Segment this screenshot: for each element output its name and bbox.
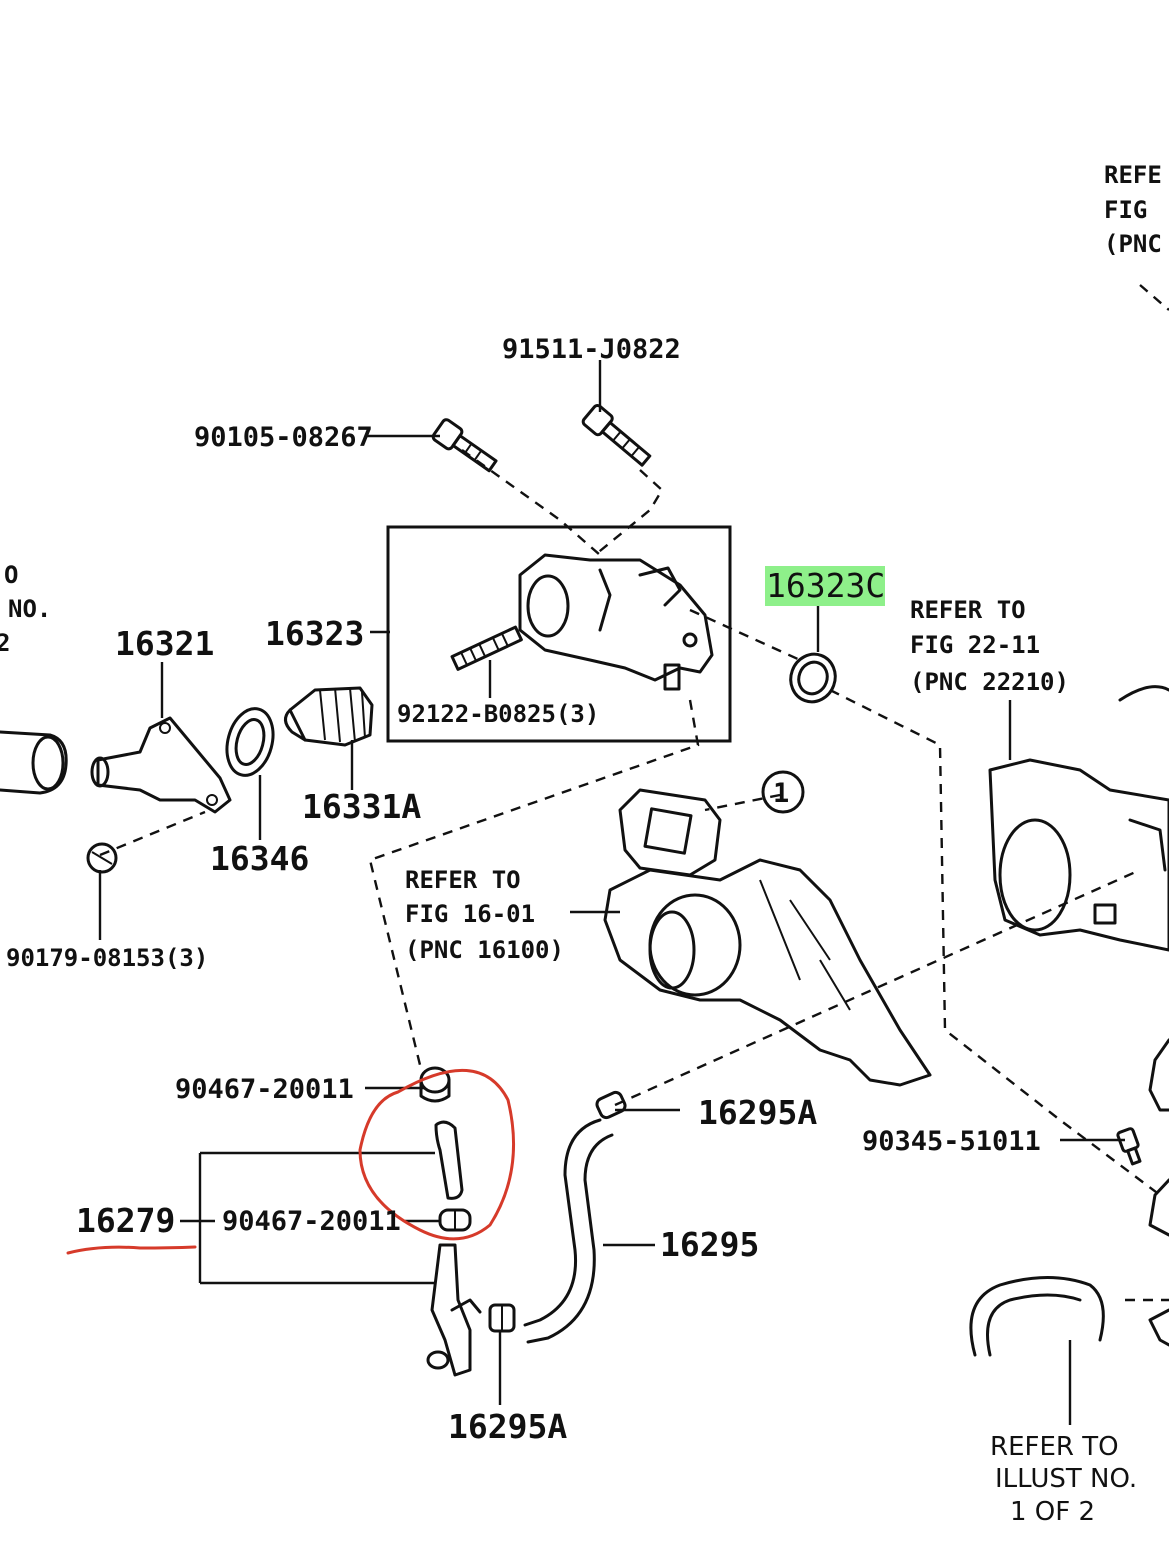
ref-line: (PNC 22210) <box>910 668 1069 696</box>
water-outlet-housing-icon <box>518 553 714 691</box>
stud-icon <box>450 625 523 671</box>
label-90105-08267: 90105-08267 <box>194 422 373 453</box>
hose-clamp-icon <box>438 1208 472 1232</box>
label-16279: 16279 <box>76 1201 175 1240</box>
leader-lines <box>98 360 1125 1425</box>
ref-line: FIG 16-01 <box>405 900 535 928</box>
water-inlet-icon <box>90 716 232 814</box>
throttle-body-icon <box>988 685 1169 952</box>
ref-line: REFER TO <box>990 1432 1119 1462</box>
ref-line: REFER TO <box>405 866 521 894</box>
ref-line: FIG <box>1104 196 1147 224</box>
ref-line: FIG 22-11 <box>910 631 1040 659</box>
label-90467-20011-bottom: 90467-20011 <box>222 1206 401 1237</box>
thermostat-icon <box>284 686 374 747</box>
hose-clamp-icon <box>488 1303 516 1333</box>
callout-1-label: 1 <box>773 778 789 809</box>
gasket-icon <box>225 707 275 777</box>
ref-line: (PNC 16100) <box>405 936 564 964</box>
label-16295: 16295 <box>660 1225 759 1264</box>
ref-line: NO. <box>8 595 51 623</box>
callout-1: 1 <box>761 770 805 814</box>
ref-line: ILLUST NO. <box>995 1464 1137 1494</box>
annotation-circle <box>358 1069 516 1241</box>
pipe-icon <box>426 1243 482 1377</box>
label-16346: 16346 <box>210 839 309 878</box>
label-90467-20011-top: 90467-20011 <box>175 1074 354 1105</box>
hose-icon <box>434 1120 464 1200</box>
ref-line: REFER TO <box>910 596 1026 624</box>
dashed-guide-lines <box>99 284 1169 1302</box>
label-16331A: 16331A <box>302 787 421 826</box>
hose-icon <box>0 730 68 795</box>
ref-note-left-partial: O NO. 2 <box>0 561 51 657</box>
ref-line: (PNC <box>1104 230 1162 258</box>
label-16323: 16323 <box>265 614 364 653</box>
partial-parts-right <box>1148 1038 1169 1347</box>
ref-note-illust: REFER TO ILLUST NO. 1 OF 2 <box>990 1432 1137 1527</box>
label-16321: 16321 <box>115 624 214 663</box>
ref-line: REFE <box>1104 161 1162 189</box>
hose-clamp-icon <box>595 1090 627 1120</box>
ref-line: 1 OF 2 <box>1010 1497 1095 1527</box>
label-90179-08153: 90179-08153(3) <box>6 944 208 972</box>
label-92122-B0825: 92122-B0825(3) <box>397 700 599 728</box>
outlet-assembly-box <box>386 525 732 743</box>
label-16295A-right: 16295A <box>698 1093 817 1132</box>
ref-line: O <box>4 561 18 589</box>
hose-icon <box>969 1276 1105 1357</box>
hose-icon <box>523 1118 614 1344</box>
ref-line: 2 <box>0 629 10 657</box>
bolt-icon <box>581 403 652 467</box>
label-16295A-bottom: 16295A <box>448 1407 567 1446</box>
bolt-icon <box>431 418 498 473</box>
label-16323C: 16323C <box>766 566 885 605</box>
annotation-underline <box>66 1245 197 1255</box>
nut-icon <box>86 842 118 874</box>
bolt-icon <box>1116 1127 1142 1166</box>
o-ring-icon <box>789 652 837 704</box>
highlight-16323C <box>765 566 885 606</box>
ref-note-fig-22-11: REFER TO FIG 22-11 (PNC 22210) <box>910 596 1069 696</box>
label-90345-51011: 90345-51011 <box>862 1126 1041 1157</box>
label-91511-J0822: 91511-J0822 <box>502 334 681 365</box>
water-pump-icon <box>603 788 932 1087</box>
ref-note-fig-16-01: REFER TO FIG 16-01 (PNC 16100) <box>405 866 564 964</box>
ref-note-top-right: REFE FIG (PNC <box>1104 161 1162 258</box>
